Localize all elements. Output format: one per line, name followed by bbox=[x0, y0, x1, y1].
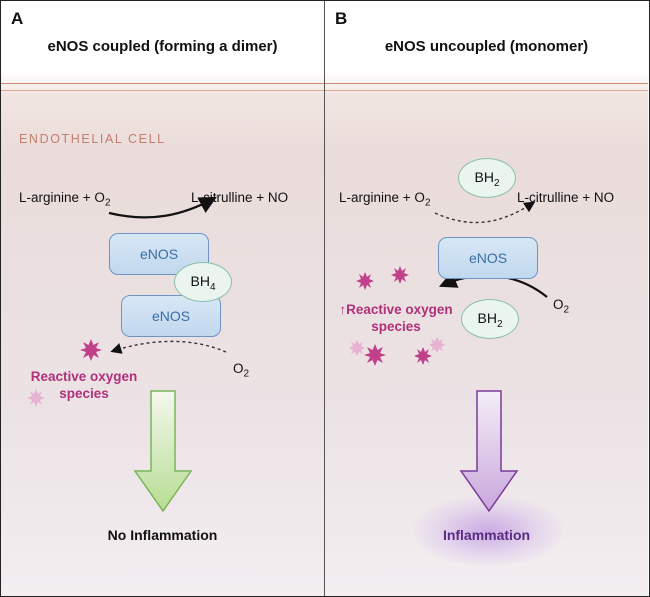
bh2-cofactor-top: BH2 bbox=[458, 158, 516, 198]
ros-star-b2 bbox=[391, 266, 409, 284]
bh2-cofactor-bottom: BH2 bbox=[461, 299, 519, 339]
ros-label-b: ↑Reactive oxygen species bbox=[339, 302, 453, 334]
panel-a-title: eNOS coupled (forming a dimer) bbox=[47, 38, 278, 55]
panel-a-letter: A bbox=[11, 9, 24, 28]
bh4-cofactor: BH4 bbox=[174, 262, 232, 302]
ros-star-a1 bbox=[80, 339, 102, 361]
downward-arrow-b bbox=[459, 390, 519, 513]
panel-a: A eNOS coupled (forming a dimer) ENDOTHE… bbox=[1, 1, 324, 596]
ros-star-b4 bbox=[364, 344, 386, 366]
oxygen-arrow-a bbox=[110, 340, 227, 354]
product-label-b: L-citrulline + NO bbox=[517, 190, 615, 205]
reaction-arrow-a bbox=[108, 196, 217, 219]
reaction-arrow-b bbox=[434, 201, 536, 224]
enos-box-b: eNOS bbox=[438, 237, 538, 279]
ros-star-b1 bbox=[356, 272, 374, 290]
substrate-label-a: L-arginine + O2 bbox=[19, 190, 111, 209]
ros-star-b5 bbox=[414, 347, 432, 365]
panel-a-arrows bbox=[27, 196, 227, 513]
cell-membrane-b bbox=[325, 83, 648, 91]
panel-b-letter: B bbox=[335, 9, 348, 28]
ros-star-b6 bbox=[429, 337, 445, 353]
oxygen-label-a: O2 bbox=[233, 361, 250, 380]
panel-b: B eNOS uncoupled (monomer) BH2 L-arginin… bbox=[325, 1, 648, 596]
oxygen-label-b: O2 bbox=[553, 297, 570, 316]
outcome-label-b: Inflammation bbox=[442, 527, 531, 543]
ros-star-b3 bbox=[349, 340, 365, 356]
substrate-label-b: L-arginine + O2 bbox=[339, 190, 431, 209]
panel-b-title: eNOS uncoupled (monomer) bbox=[384, 38, 589, 55]
ros-star-a2 bbox=[27, 389, 45, 407]
cell-membrane-a bbox=[1, 83, 324, 91]
panel-divider bbox=[324, 1, 325, 596]
increase-arrow-icon: ↑ bbox=[339, 302, 347, 317]
downward-arrow-a bbox=[133, 390, 193, 513]
endothelial-cell-label: ENDOTHELIAL CELL bbox=[19, 132, 166, 146]
enos-box-bottom-a: eNOS bbox=[121, 295, 221, 337]
outcome-label-a: No Inflammation bbox=[107, 527, 218, 543]
ros-label-a: Reactive oxygen species bbox=[30, 369, 138, 401]
